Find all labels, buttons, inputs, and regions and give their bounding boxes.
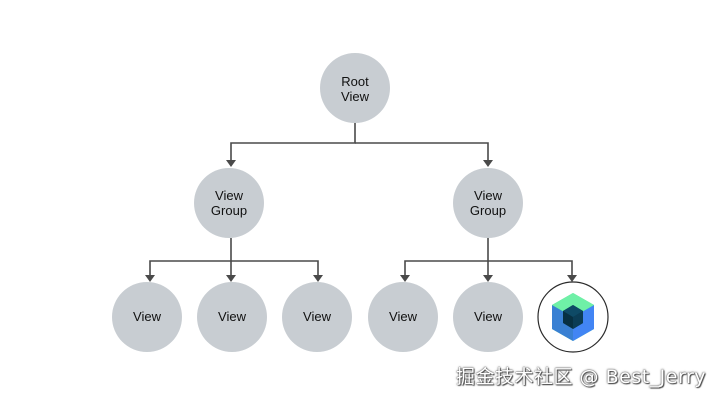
edge-root-to-group-left [230,122,356,162]
arrowhead [483,275,493,282]
node-root-view: Root View [320,53,390,123]
arrowhead [226,275,236,282]
edge-root-to-group-right [355,142,489,162]
node-circle [112,282,182,352]
node-circle [453,282,523,352]
jetpack-compose-logo-icon [552,293,594,341]
arrowhead [145,275,155,282]
edges [145,122,577,282]
node-circle [368,282,438,352]
node-view-leaf-4: View [368,282,438,352]
node-view-group-right: View Group [453,168,523,238]
watermark-text: 掘金技术社区 @ Best_Jerry [456,366,706,388]
arrowhead [313,275,323,282]
edge-group-left-to-leaf-3 [231,260,319,276]
node-label-line-2: View [341,89,370,104]
node-label: View [133,309,162,324]
edge-group-left-to-leaf-1 [149,238,232,276]
node-label: View [303,309,332,324]
node-label: View [389,309,418,324]
node-label-line-1: Root [341,74,369,89]
node-label-line-1: View [215,188,244,203]
node-view-leaf-1: View [112,282,182,352]
node-label-line-2: Group [211,203,247,218]
node-view-leaf-2: View [197,282,267,352]
arrowhead [567,275,577,282]
node-view-group-left: View Group [194,168,264,238]
edge-group-right-to-leaf-4 [404,238,489,276]
node-label-line-2: Group [470,203,506,218]
node-label-line-1: View [474,188,503,203]
node-circle [282,282,352,352]
node-circle [320,53,390,123]
node-view-leaf-5: View [453,282,523,352]
arrowhead [400,275,410,282]
node-compose [537,281,609,353]
node-label: View [474,309,503,324]
node-circle [194,168,264,238]
node-label: View [218,309,247,324]
node-circle [197,282,267,352]
edge-group-right-to-compose [488,260,573,276]
arrowhead [226,160,236,167]
node-circle [453,168,523,238]
arrowhead [483,160,493,167]
node-view-leaf-3: View [282,282,352,352]
